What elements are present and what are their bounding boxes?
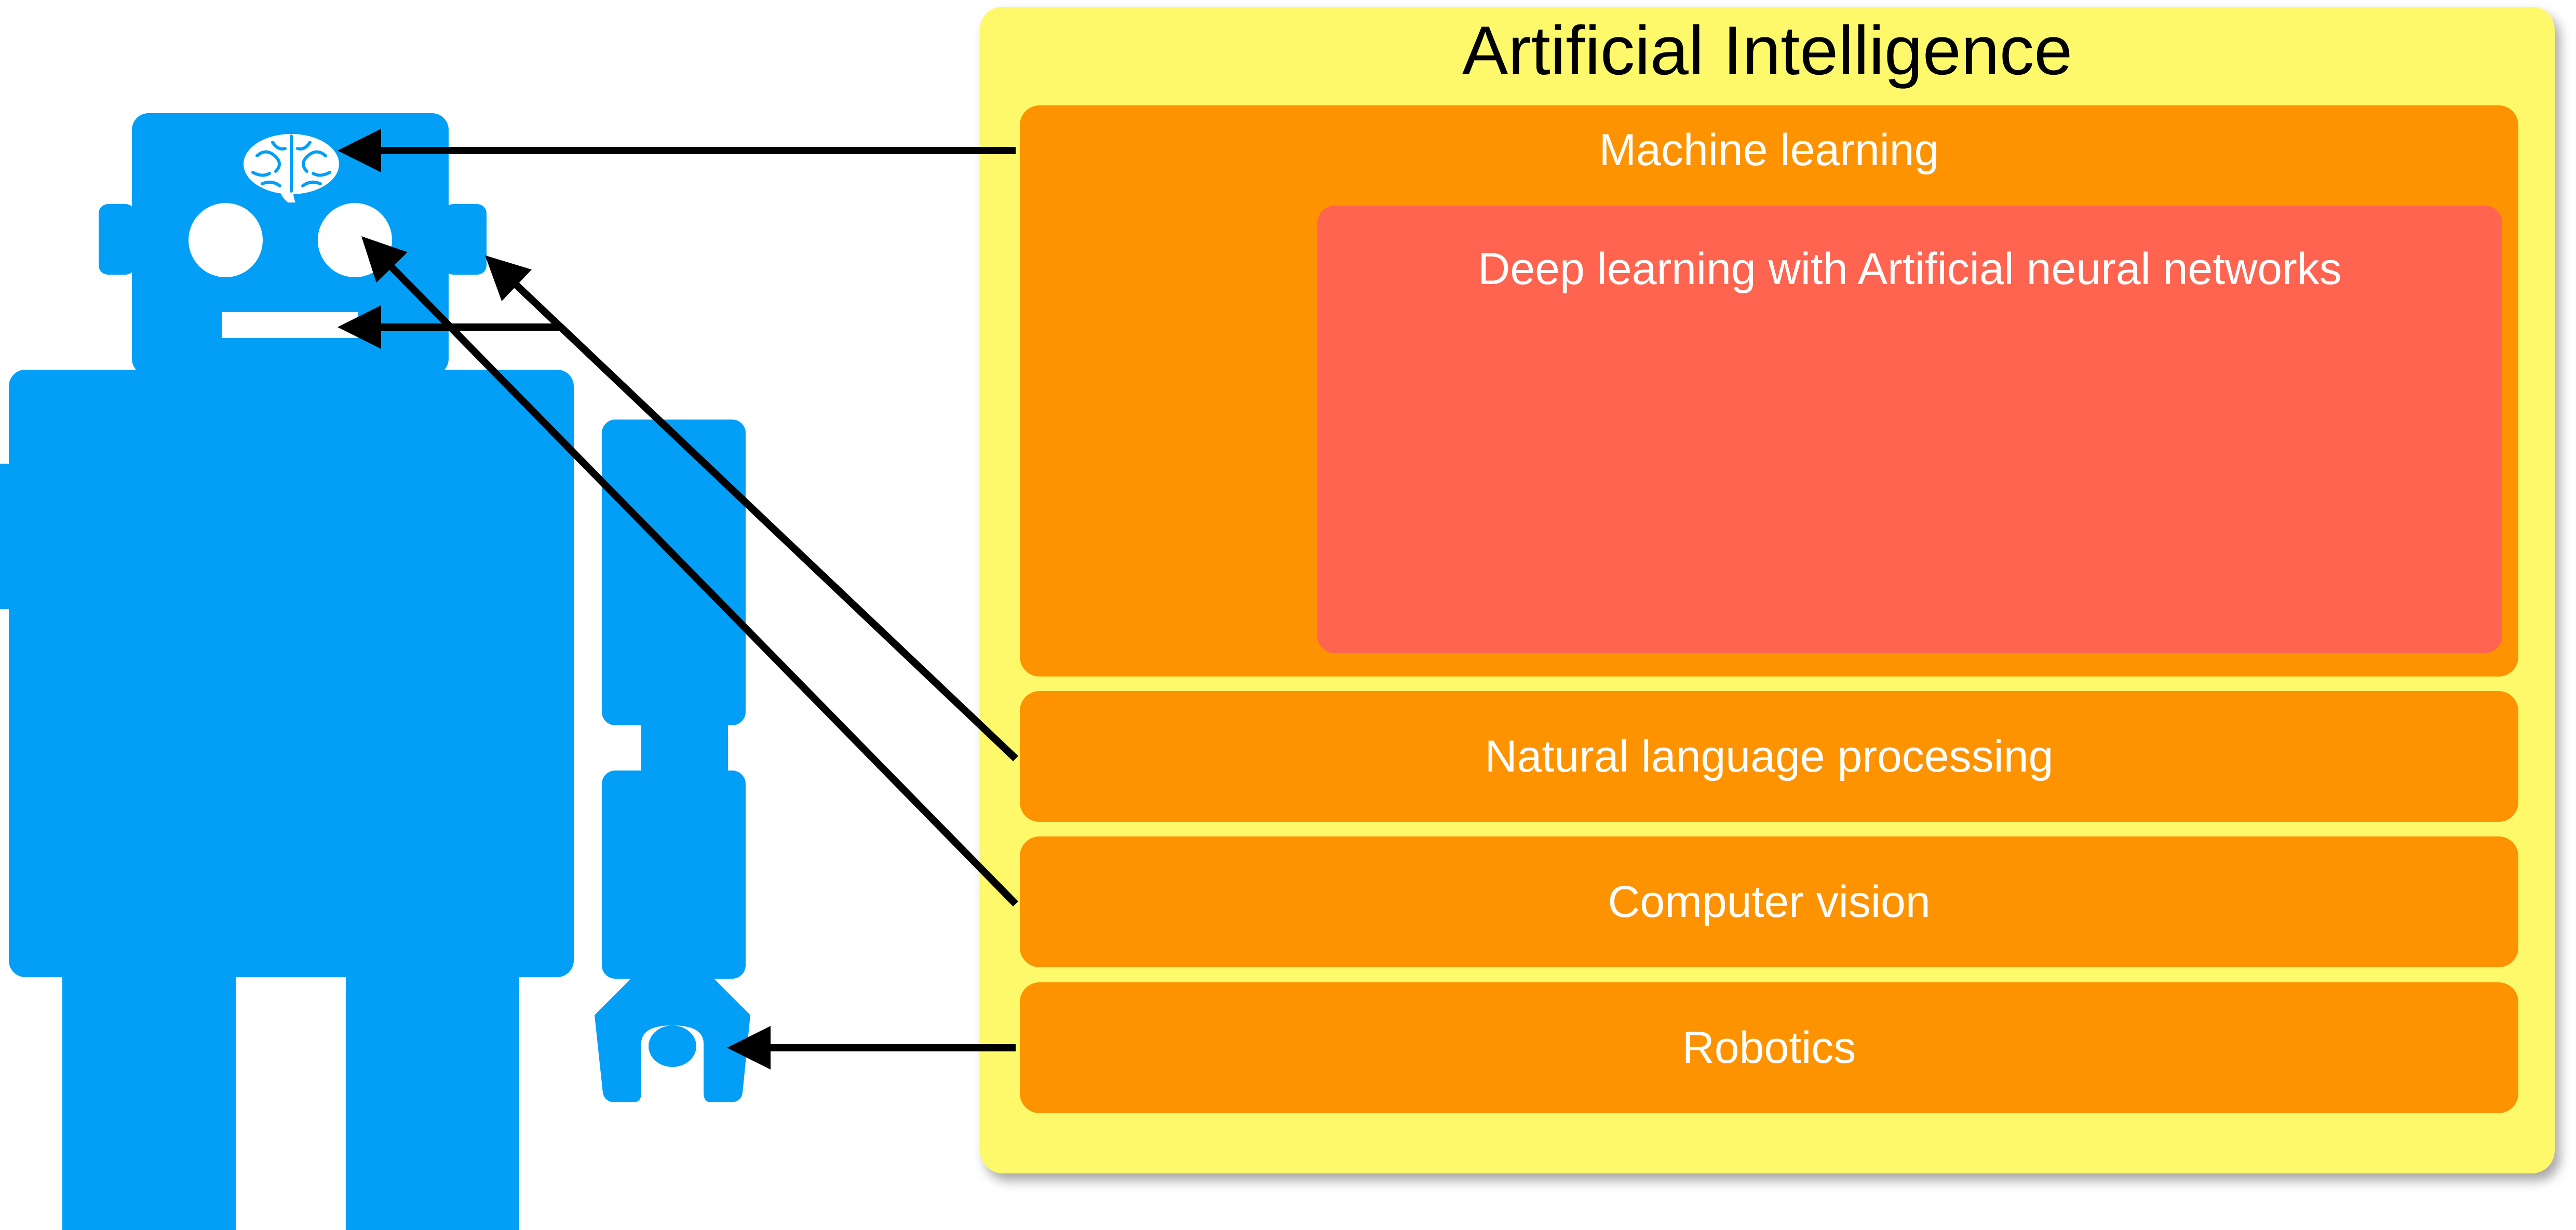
robot-left-eye	[188, 203, 263, 277]
deep-learning-box	[1317, 206, 2502, 653]
ai-title: Artificial Intelligence	[1462, 12, 2073, 89]
robot-lower-arm	[602, 771, 746, 979]
robot-right-leg	[346, 966, 519, 1230]
computer-vision-box: Computer vision	[1020, 836, 2518, 967]
brain-icon	[241, 130, 341, 207]
robotics-label: Robotics	[1682, 1023, 1856, 1073]
robot-hand	[595, 968, 750, 1109]
nlp-box: Natural language processing	[1020, 691, 2518, 822]
deep-learning-label: Deep learning with Artificial neural net…	[1478, 244, 2342, 294]
arrow-nlp-to-mouth	[338, 305, 1018, 762]
robot-mouth	[222, 312, 358, 338]
robot-left-arm	[0, 464, 16, 609]
robotics-box: Robotics	[1020, 982, 2518, 1113]
arrow-cv-to-eye	[361, 236, 1019, 907]
robot-illustration	[0, 0, 831, 1230]
robot-torso	[9, 370, 574, 977]
robot-right-ear	[444, 204, 487, 275]
robot-upper-arm	[602, 420, 746, 725]
robot-left-ear	[99, 204, 135, 275]
arrow-nlp-to-ear	[485, 255, 1018, 762]
machine-learning-label: Machine learning	[1599, 125, 1939, 175]
robot-left-leg	[62, 966, 236, 1230]
nlp-label: Natural language processing	[1485, 732, 2054, 781]
computer-vision-label: Computer vision	[1608, 877, 1931, 927]
robot-elbow	[641, 722, 728, 774]
